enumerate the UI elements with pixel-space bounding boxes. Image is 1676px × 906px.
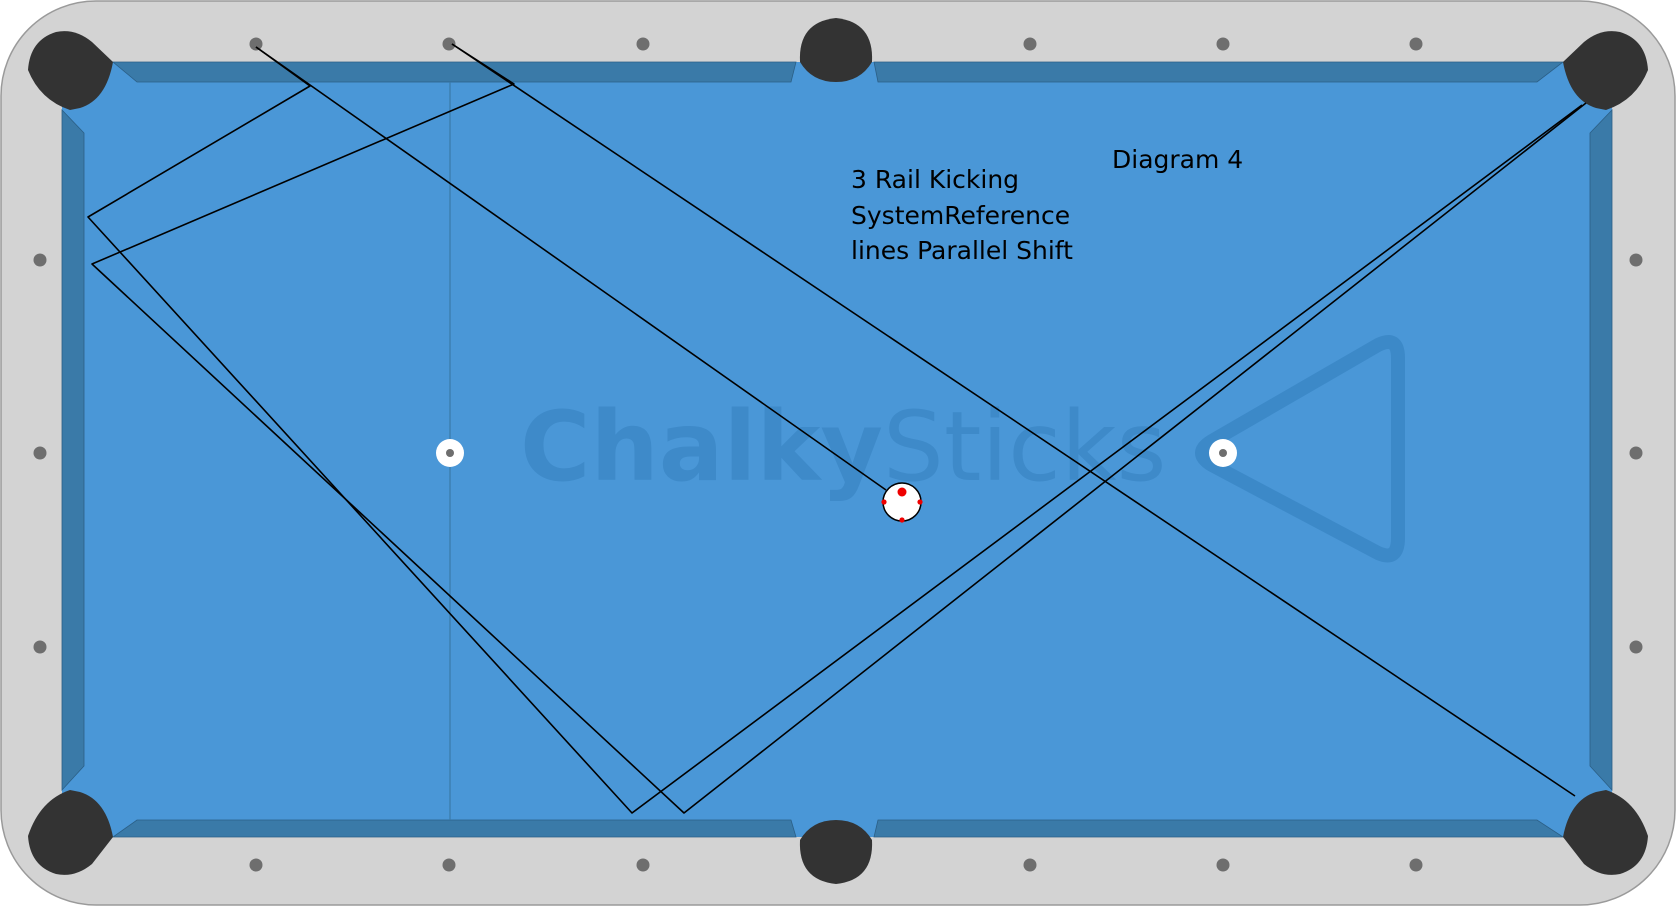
kick-path-2 [91, 43, 1587, 814]
watermark-part2: Sticks [883, 391, 1167, 503]
pocket-top-left [28, 31, 113, 110]
shot-paths [87, 43, 1587, 814]
cue-ball-icon [881, 482, 923, 523]
cue-tip-mark [897, 487, 907, 497]
pocket-bottom-right [1563, 790, 1648, 875]
diamond [1629, 640, 1643, 654]
table-cloth [62, 62, 1612, 837]
diamond [1216, 858, 1230, 872]
diamond [33, 640, 47, 654]
diamond [33, 446, 47, 460]
diamond [1023, 37, 1037, 51]
cue-ball-marker [917, 499, 923, 505]
diamond [1023, 858, 1037, 872]
pocket-top-right [1563, 31, 1648, 110]
cushion-top-right [873, 61, 1565, 83]
diamond [636, 37, 650, 51]
reference-line-cue [255, 46, 887, 491]
diamond [1629, 446, 1643, 460]
description-line-1: 3 Rail Kicking [851, 165, 1019, 194]
description-line-2: SystemReference [851, 201, 1070, 230]
diamond [33, 253, 47, 267]
pocket-top-side [799, 18, 873, 82]
cushions [61, 61, 1613, 838]
diamond [1216, 37, 1230, 51]
diamond [636, 858, 650, 872]
diamond [249, 37, 263, 51]
table-spots [436, 439, 1237, 467]
head-spot-center [446, 449, 454, 457]
pocket-bottom-left [28, 790, 113, 875]
diamond [249, 858, 263, 872]
cushion-top-left [111, 61, 797, 83]
foot-spot-center [1219, 449, 1227, 457]
pocket-bottom-side [799, 820, 873, 884]
reference-line-long [451, 43, 1576, 797]
diamonds [33, 37, 1643, 872]
cue-ball-marker [881, 499, 887, 505]
cushion-left [61, 109, 85, 792]
cushion-bottom-left [111, 819, 797, 838]
watermark-part1: Chalky [520, 391, 883, 503]
diamond [1629, 253, 1643, 267]
diamond [442, 37, 456, 51]
watermark-text: ChalkySticks [520, 391, 1167, 503]
rack-triangle-icon [1195, 335, 1405, 563]
pockets [28, 18, 1648, 884]
description-line-3: lines Parallel Shift [851, 236, 1073, 265]
cushion-bottom-right [873, 819, 1565, 838]
cue-ball-marker [899, 517, 905, 523]
diamond [1409, 37, 1423, 51]
diagram-title: Diagram 4 [1112, 145, 1243, 174]
diamond [1409, 858, 1423, 872]
diamond [442, 858, 456, 872]
cushion-right [1589, 109, 1613, 792]
